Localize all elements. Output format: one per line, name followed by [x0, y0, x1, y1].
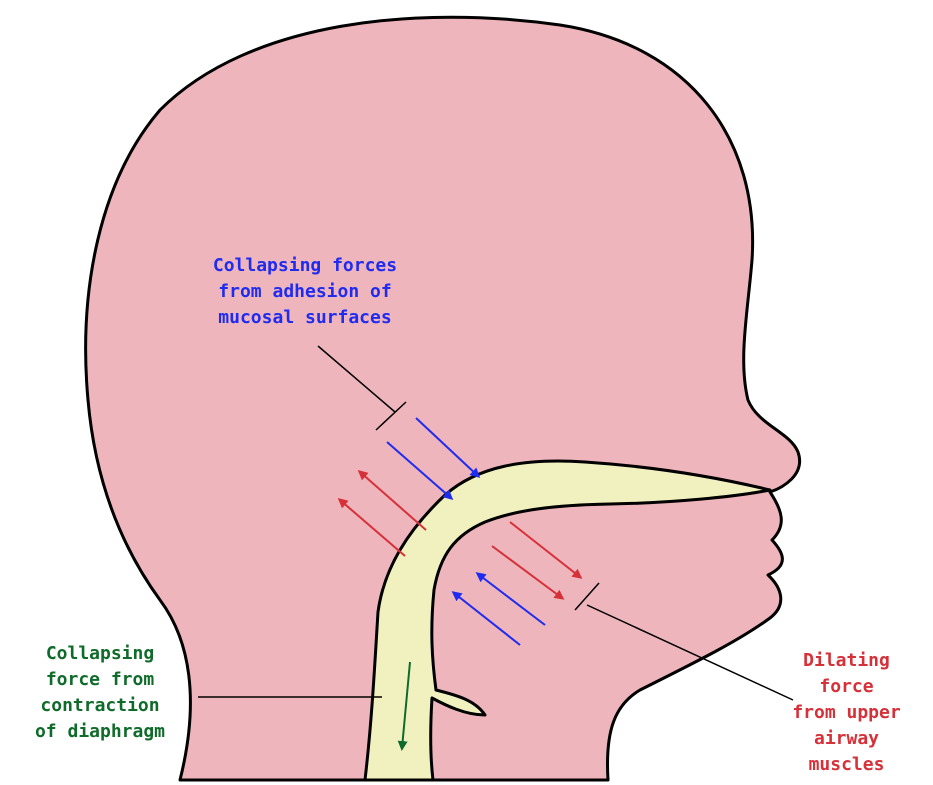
dilating-label-line: from upper	[760, 700, 933, 726]
diaphragm-label-line: force from	[0, 667, 200, 693]
dilating-label-line: airway	[760, 726, 933, 752]
mucosal-label-line: Collapsing forces	[160, 253, 450, 279]
diaphragm-label-line: of diaphragm	[0, 719, 200, 745]
diaphragm-label-line: Collapsing	[0, 641, 200, 667]
dilating-label-line: force	[760, 674, 933, 700]
mucosal-forces-label: Collapsing forces from adhesion of mucos…	[160, 253, 450, 331]
dilating-label-line: muscles	[760, 752, 933, 778]
mucosal-label-line: from adhesion of	[160, 279, 450, 305]
diaphragm-label-line: contraction	[0, 693, 200, 719]
dilating-force-label: Dilating force from upper airway muscles	[760, 648, 933, 778]
diaphragm-force-label: Collapsing force from contraction of dia…	[0, 641, 200, 745]
mucosal-label-line: mucosal surfaces	[160, 305, 450, 331]
dilating-label-line: Dilating	[760, 648, 933, 674]
